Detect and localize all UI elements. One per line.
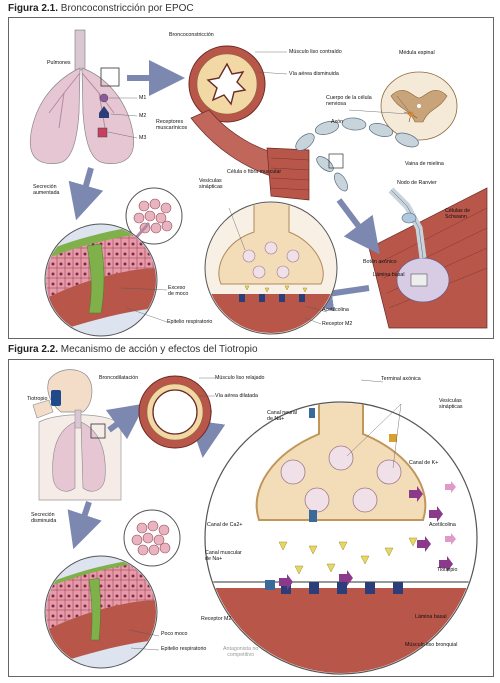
figure1-caption: Figura 2.1. Broncoconstricción por EPOC	[8, 3, 194, 14]
arrow-to-dilated-airway	[105, 403, 146, 440]
label-receptores: Receptores muscarínicos	[156, 119, 188, 132]
alveoli-magnified-2	[123, 509, 181, 567]
dilated-airway	[138, 375, 215, 449]
label-boton-axonico: Botón axónico	[363, 259, 397, 265]
arrow-to-mucus	[68, 167, 104, 221]
label-m2: M2	[139, 113, 147, 119]
label-acetilcolina-2: Acetilcolina	[429, 522, 456, 528]
figure2-caption: Figura 2.2. Mecanismo de acción y efecto…	[8, 344, 258, 355]
label-lamina-basal: Lámina basal	[373, 272, 405, 278]
label-secrecion-aumentada: Secreción aumentada	[33, 184, 60, 197]
label-epitelio: Epitelio respiratorio	[167, 319, 213, 325]
figure1-illustration	[29, 29, 488, 337]
label-m3: M3	[139, 135, 147, 141]
label-via-aerea-disminuida: Vía aérea disminuida	[289, 71, 339, 77]
label-celula-fibra: Célula o fibra muscular	[227, 169, 282, 175]
label-broncodilatacion: Broncodilatación	[99, 375, 139, 381]
synapse-detail	[204, 201, 338, 335]
label-musculo-liso-bronquial: Músculo liso bronquial	[405, 642, 458, 648]
label-canal-ca: Canal de Ca2+	[207, 522, 243, 528]
airway-epithelium-less-mucus	[44, 555, 160, 669]
figure2-title: Mecanismo de acción y efectos del Tiotro…	[60, 344, 258, 355]
airway-epithelium-mucus	[44, 223, 168, 337]
label-cuerpo-celula: Cuerpo de la célula nerviosa	[326, 95, 372, 108]
label-acetilcolina: Acetilcolina	[322, 307, 349, 313]
label-musculo-liso-contraido: Músculo liso contraído	[289, 49, 342, 55]
arrow-to-junction	[336, 198, 380, 255]
person-with-inhaler	[32, 369, 122, 501]
label-broncoconstriccion: Broncoconstricción	[169, 32, 214, 38]
figure1-title: Broncoconstricción por EPOC	[60, 3, 194, 14]
label-canal-neural-na: Canal neural de Na+	[267, 410, 298, 423]
alveoli-magnified	[125, 187, 183, 245]
label-via-aerea-dilatada: Vía aérea dilatada	[215, 393, 258, 399]
label-pulmones: Pulmones	[47, 60, 71, 66]
figure2-number: Figura 2.2.	[8, 344, 59, 355]
label-celulas-schwann: Células de Schwann	[445, 208, 471, 221]
label-epitelio-2: Epitelio respiratorio	[161, 646, 207, 652]
label-receptor-m2: Receptor M2	[322, 321, 353, 327]
arrow-to-epithelium	[67, 501, 102, 550]
lungs-illustration	[29, 29, 138, 164]
label-antagonista: Antagonista no competitivo	[223, 646, 259, 659]
label-secrecion-disminuida: Secreción disminuida	[31, 512, 57, 525]
figure1-panel: Broncoconstricción Pulmones M1 M2 M3 Rec…	[8, 17, 494, 339]
figure1-number: Figura 2.1.	[8, 3, 59, 14]
label-tiotropio: Tiotropio	[437, 567, 458, 573]
label-musculo-liso-relajado: Músculo liso relajado	[215, 375, 265, 381]
label-tiotropio-person: Tiotropio	[27, 396, 48, 402]
label-vesiculas: Vesículas sinápticas	[199, 178, 223, 191]
figure2-panel: Broncodilatación Tiotropio Músculo liso …	[8, 359, 494, 677]
constricted-airway	[188, 45, 288, 123]
label-canal-muscular-na: Canal muscular de Na+	[205, 550, 242, 563]
label-receptor-m2-2: Receptor M2	[201, 616, 232, 622]
label-m1: M1	[139, 95, 147, 101]
label-nodo-ranvier: Nodo de Ranvier	[397, 180, 437, 186]
figure2-illustration	[32, 369, 478, 675]
label-poco-moco: Poco moco	[161, 631, 188, 637]
label-terminal-axonica: Terminal axónica	[381, 376, 421, 382]
label-vaina-mielina: Vaina de mielina	[405, 161, 444, 167]
label-axon: Axón	[331, 119, 344, 125]
label-lamina-basal-2: Lámina basal	[415, 614, 447, 620]
label-exceso-moco: Exceso de moco	[168, 285, 189, 298]
label-canal-k: Canal de K+	[409, 460, 439, 466]
neuromuscular-junction	[368, 187, 488, 329]
myelinated-axon	[295, 117, 419, 192]
label-medula-espinal: Médula espinal	[399, 50, 435, 56]
spinal-cord	[348, 71, 458, 141]
label-vesiculas-2: Vesículas sinápticas	[439, 398, 463, 411]
muscle-fiber-bundle	[190, 109, 310, 201]
